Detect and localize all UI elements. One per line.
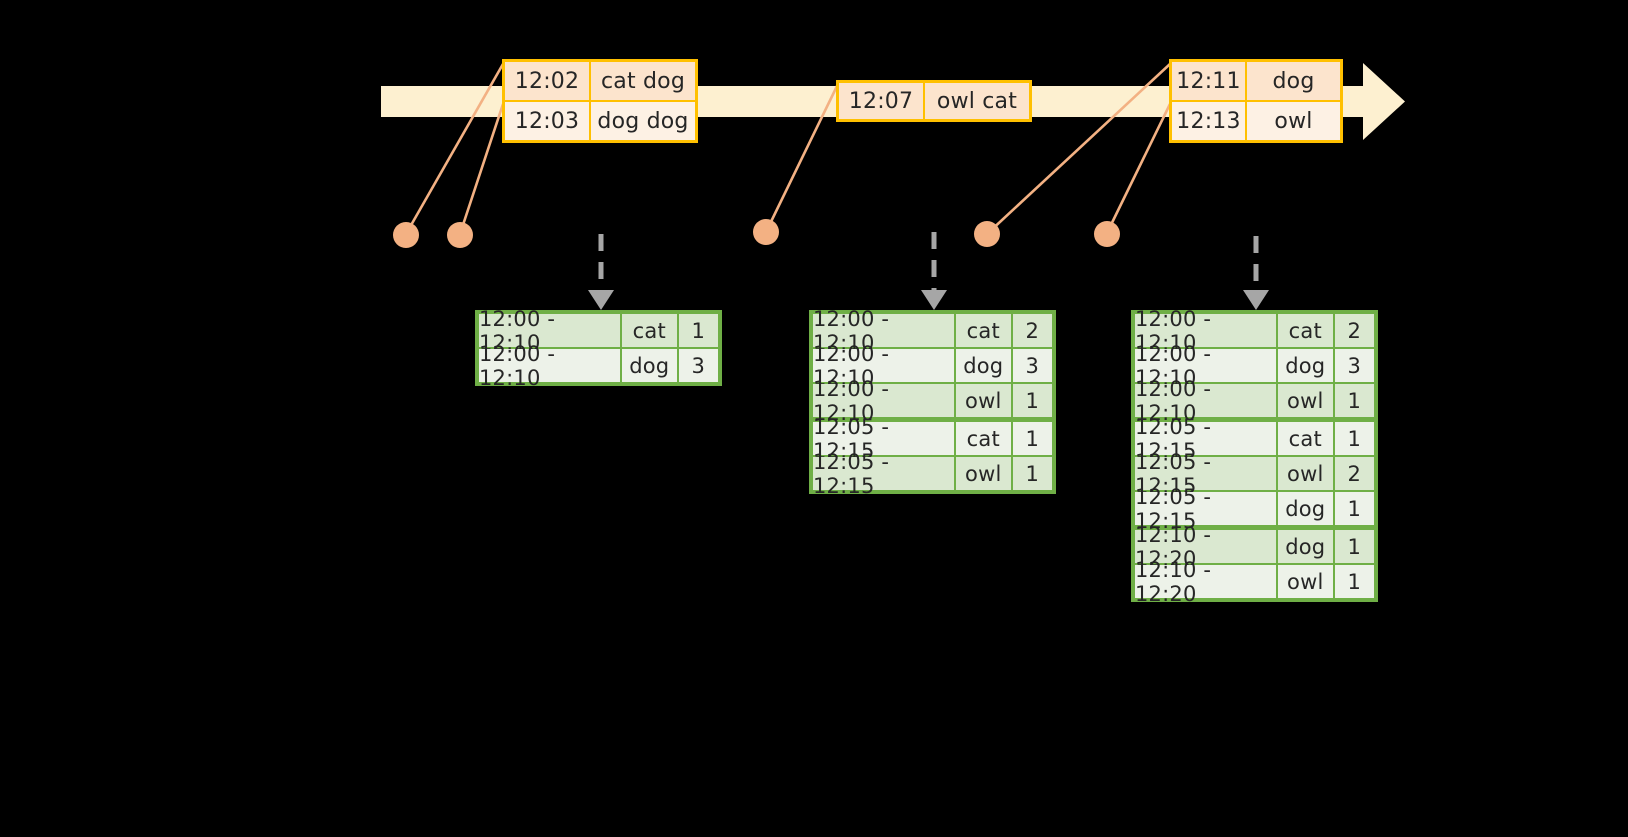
- table-row: 12:00 - 12:10 owl 1: [813, 377, 1052, 425]
- cell-count: 1: [1012, 457, 1052, 490]
- table-row: 12:10 - 12:20 owl 1: [1135, 558, 1374, 606]
- table-row: 12:00 - 12:10 dog 3: [479, 342, 718, 390]
- cell-word: cat: [956, 422, 1011, 455]
- result-table-3[interactable]: 12:00 - 12:10 cat 2 12:00 - 12:10 dog 3 …: [1131, 307, 1378, 606]
- event-row: 12:07 owl cat: [839, 83, 1029, 119]
- event-box-3[interactable]: 12:11 dog 12:13 owl: [1169, 59, 1343, 143]
- event-words: dog: [1245, 62, 1340, 100]
- cell-word: owl: [1278, 565, 1333, 598]
- cell-word: cat: [956, 314, 1011, 347]
- cell-count: 1: [678, 314, 718, 347]
- event-box-2[interactable]: 12:07 owl cat: [836, 80, 1032, 122]
- table-row: 12:05 - 12:15 dog 1: [1135, 485, 1374, 533]
- cell-word: dog: [1278, 530, 1333, 563]
- cell-count: 1: [1334, 422, 1374, 455]
- event-row: 12:03 dog dog: [505, 100, 695, 140]
- event-row: 12:11 dog: [1172, 62, 1340, 100]
- cell-count: 1: [1334, 384, 1374, 417]
- cell-count: 1: [1334, 530, 1374, 563]
- cell-word: dog: [1278, 492, 1333, 525]
- event-time: 12:11: [1172, 62, 1245, 100]
- event-time: 12:03: [505, 102, 589, 140]
- cell-count: 3: [678, 349, 718, 382]
- event-time: 12:07: [839, 83, 923, 119]
- cell-word: dog: [956, 349, 1011, 382]
- event-markers: [393, 219, 1120, 248]
- cell-word: owl: [1278, 384, 1333, 417]
- cell-count: 2: [1334, 314, 1374, 347]
- event-time: 12:13: [1172, 102, 1245, 140]
- cell-word: owl: [1278, 457, 1333, 490]
- event-words: cat dog: [589, 62, 695, 100]
- cell-count: 1: [1334, 492, 1374, 525]
- cell-word: owl: [956, 384, 1011, 417]
- event-marker-4: [974, 221, 1000, 247]
- event-row: 12:02 cat dog: [505, 62, 695, 100]
- cell-window: 12:00 - 12:10: [1135, 307, 1276, 355]
- table-row: 12:05 - 12:15 cat 1: [813, 415, 1052, 463]
- table-row: 12:00 - 12:10 cat 2: [813, 307, 1052, 355]
- cell-word: owl: [956, 457, 1011, 490]
- cell-word: cat: [622, 314, 677, 347]
- cell-count: 1: [1334, 565, 1374, 598]
- cell-count: 2: [1334, 457, 1374, 490]
- event-marker-1: [393, 222, 419, 248]
- event-words: owl cat: [923, 83, 1029, 119]
- flow-arrows: [598, 232, 1259, 292]
- cell-count: 1: [1012, 384, 1052, 417]
- cell-window: 12:05 - 12:15: [813, 415, 954, 463]
- event-words: dog dog: [589, 102, 695, 140]
- result-table-2[interactable]: 12:00 - 12:10 cat 2 12:00 - 12:10 dog 3 …: [809, 307, 1056, 498]
- event-time: 12:02: [505, 62, 589, 100]
- table-row: 12:00 - 12:10 cat 2: [1135, 307, 1374, 355]
- table-row: 12:10 - 12:20 dog 1: [1135, 523, 1374, 571]
- cell-window: 12:00 - 12:10: [1135, 342, 1276, 390]
- cell-count: 3: [1012, 349, 1052, 382]
- cell-window: 12:00 - 12:10: [479, 342, 620, 390]
- event-marker-5: [1094, 221, 1120, 247]
- cell-word: dog: [1278, 349, 1333, 382]
- event-marker-3: [753, 219, 779, 245]
- event-words: owl: [1245, 102, 1340, 140]
- cell-window: 12:10 - 12:20: [1135, 558, 1276, 606]
- cell-window: 12:00 - 12:10: [813, 377, 954, 425]
- cell-count: 3: [1334, 349, 1374, 382]
- table-row: 12:00 - 12:10 dog 3: [813, 342, 1052, 390]
- cell-window: 12:00 - 12:10: [1135, 377, 1276, 425]
- cell-window: 12:10 - 12:20: [1135, 523, 1276, 571]
- event-box-1[interactable]: 12:02 cat dog 12:03 dog dog: [502, 59, 698, 143]
- cell-count: 1: [1012, 422, 1052, 455]
- event-marker-2: [447, 222, 473, 248]
- event-row: 12:13 owl: [1172, 100, 1340, 140]
- table-row: 12:00 - 12:10 owl 1: [1135, 377, 1374, 425]
- table-row: 12:05 - 12:15 owl 1: [813, 450, 1052, 498]
- cell-word: cat: [1278, 314, 1333, 347]
- table-row: 12:00 - 12:10 cat 1: [479, 307, 718, 355]
- result-table-1[interactable]: 12:00 - 12:10 cat 1 12:00 - 12:10 dog 3: [475, 307, 722, 390]
- cell-window: 12:00 - 12:10: [479, 307, 620, 355]
- cell-window: 12:05 - 12:15: [813, 450, 954, 498]
- cell-count: 2: [1012, 314, 1052, 347]
- cell-window: 12:00 - 12:10: [813, 307, 954, 355]
- cell-word: cat: [1278, 422, 1333, 455]
- cell-word: dog: [622, 349, 677, 382]
- table-row: 12:00 - 12:10 dog 3: [1135, 342, 1374, 390]
- cell-window: 12:05 - 12:15: [1135, 485, 1276, 533]
